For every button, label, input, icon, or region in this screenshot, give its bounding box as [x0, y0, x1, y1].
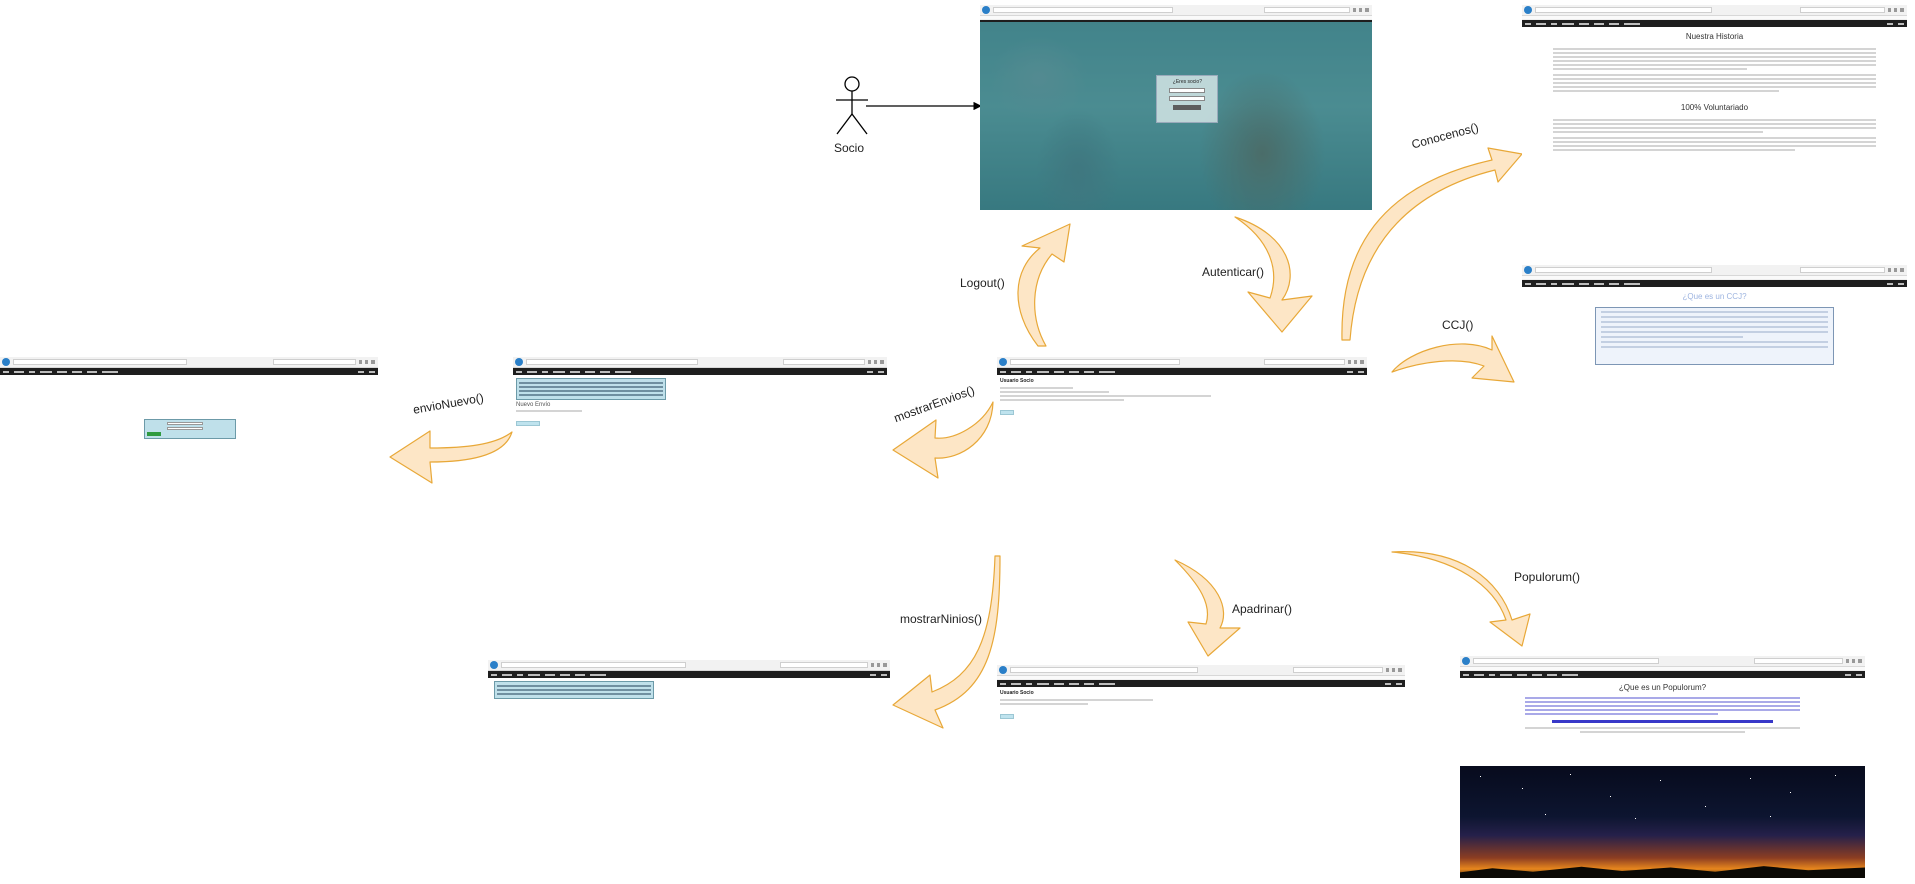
- label-ccj: CCJ(): [1442, 318, 1474, 332]
- screen-envios: Nuevo Envío: [513, 357, 887, 432]
- label-mostrar-ninios: mostrarNinios(): [900, 612, 983, 626]
- screen-envio-nuevo: [0, 357, 378, 452]
- heading-populorum: ¿Que es un Populorum?: [1618, 683, 1707, 692]
- arrow-apadrinar: [1174, 559, 1241, 657]
- envio-form[interactable]: [143, 419, 236, 439]
- screen-ccj: ¿Que es un CCJ?: [1522, 265, 1907, 383]
- screen-ninios: [488, 660, 890, 708]
- screen-apadrinar: Usuario Socio: [997, 665, 1405, 740]
- heading-ccj: ¿Que es un CCJ?: [1682, 292, 1747, 301]
- login-button[interactable]: [1173, 104, 1202, 110]
- heading-voluntariado: 100% Voluntariado: [1680, 103, 1749, 112]
- user-field[interactable]: [1169, 87, 1206, 93]
- night-sky-image: [1460, 766, 1865, 878]
- arrow-envio-nuevo: [389, 430, 513, 484]
- label-autenticar: Autenticar(): [1202, 265, 1265, 279]
- stick-figure-icon: [668, 62, 730, 132]
- ninios-table: [494, 681, 654, 699]
- heading-apadrinar: Usuario Socio: [1000, 690, 1034, 696]
- main-button[interactable]: [1000, 410, 1014, 415]
- stick-figure-icon: [836, 76, 868, 135]
- screen-login: ¿Eres socio?: [980, 5, 1372, 210]
- heading-nuestra-historia: Nuestra Historia: [1685, 32, 1744, 41]
- arrow-autenticar: [1234, 216, 1313, 333]
- arrow-conocenos: [1341, 147, 1523, 341]
- submit-button[interactable]: [146, 432, 161, 436]
- screen-conocenos: Nuestra Historia 100% Voluntariado: [1522, 5, 1907, 210]
- apadrinar-button[interactable]: [1000, 714, 1014, 719]
- arrow-populorum: [1391, 551, 1531, 647]
- screen-main: Usuario Socio: [997, 357, 1367, 437]
- arrow-mostrar-envios: [892, 401, 994, 479]
- nuevo-envio-button[interactable]: [516, 421, 540, 426]
- arrow-logout: [1017, 223, 1071, 347]
- screen-populorum: ¿Que es un Populorum?: [1460, 656, 1865, 878]
- password-field[interactable]: [1169, 95, 1206, 101]
- login-title: ¿Eres socio?: [1172, 78, 1202, 85]
- heading-nuevo-envio: Nuevo Envío: [516, 402, 551, 408]
- envios-table: [516, 378, 666, 400]
- arrow-mostrar-ninios: [892, 555, 1001, 729]
- label-logout: Logout(): [960, 276, 1005, 290]
- arrow-ccj: [1391, 335, 1515, 383]
- label-populorum: Populorum(): [1514, 570, 1581, 584]
- actor-name: Socio: [834, 141, 865, 155]
- ccj-info-box: [1595, 307, 1834, 365]
- heading-usuario-socio: Usuario Socio: [1000, 378, 1034, 384]
- actor-socio: [668, 62, 730, 132]
- login-form[interactable]: ¿Eres socio?: [1156, 74, 1219, 123]
- label-apadrinar: Apadrinar(): [1232, 602, 1293, 616]
